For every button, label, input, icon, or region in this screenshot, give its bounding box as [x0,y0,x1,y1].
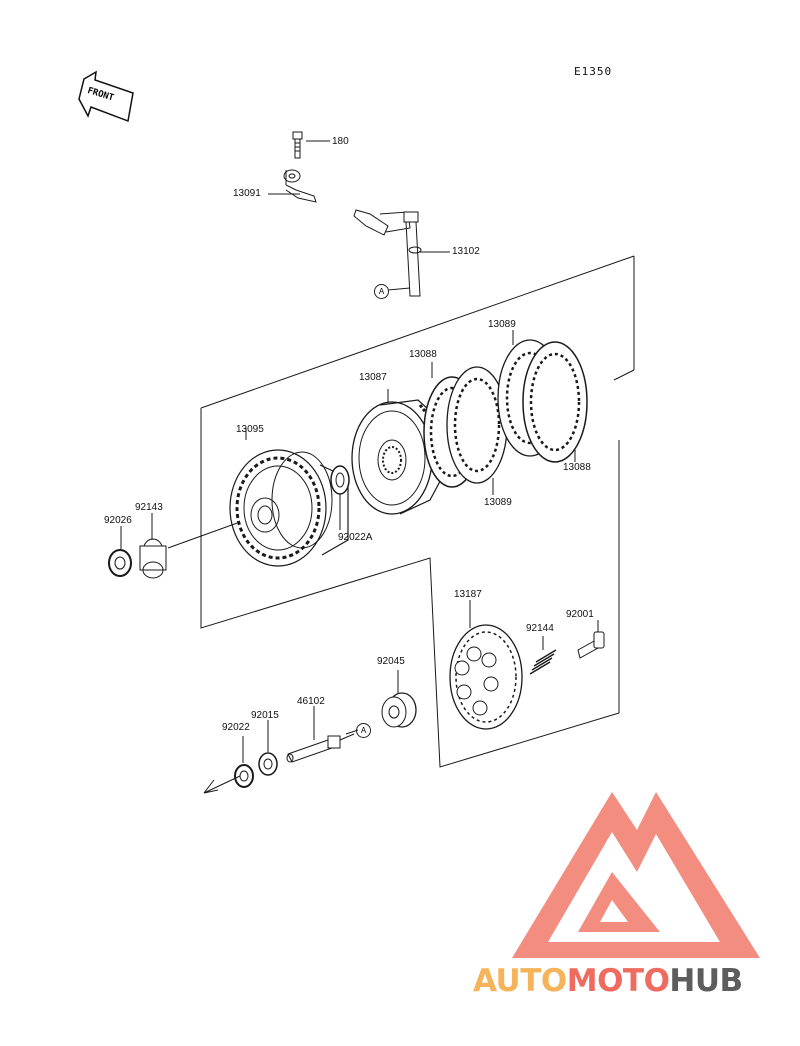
brand-part-hub: HUB [669,963,743,999]
pushrod-46102-shape [286,706,359,763]
front-arrow [78,70,134,123]
label-92143: 92143 [135,502,163,513]
label-13187: 13187 [454,589,482,600]
label-92045: 92045 [377,656,405,667]
bushing-92143-shape [139,513,241,579]
clutch-plates-shape [423,330,588,495]
watermark-brand-text: AUTOMOTOHUB [473,966,743,997]
clutch-housing-shape [229,428,349,567]
washer-92026-shape [108,526,132,577]
label-13088-top: 13088 [409,349,437,360]
spring-92144-shape [529,636,557,675]
label-92026: 92026 [104,515,132,526]
label-13089-top: 13089 [488,319,516,330]
label-92022A: 92022A [338,532,373,543]
shaft-axis-arrow [203,775,241,794]
diagram-code: E1350 [574,65,613,78]
assembly-frame [200,255,635,768]
bolt-180-shape [292,131,330,159]
label-13095: 13095 [236,424,264,435]
brand-part-moto: MOTO [566,963,670,999]
label-13088-right: 13088 [563,462,591,473]
label-46102: 46102 [297,696,325,707]
washer-92022-shape [234,736,254,788]
label-13087: 13087 [359,372,387,383]
label-92144: 92144 [526,623,554,634]
label-13102: 13102 [452,246,480,257]
label-92015: 92015 [251,710,279,721]
label-180: 180 [332,136,349,147]
ref-marker-a-top: A [374,284,389,299]
brand-part-auto: AUTO [473,963,567,999]
pressure-plate-shape [449,600,523,730]
label-13091: 13091 [233,188,261,199]
ref-marker-a-bottom: A [356,723,371,738]
washer-92022A-shape [330,465,350,530]
bolt-92001-shape [577,620,605,659]
label-92022: 92022 [222,722,250,733]
watermark-logo [512,792,760,958]
lever-13102-shape [353,209,450,297]
bearing-92045-shape [381,670,417,728]
label-92001: 92001 [566,609,594,620]
bracket-13091-shape [268,169,317,203]
nut-92015-shape [258,720,278,776]
label-13089-bottom: 13089 [484,497,512,508]
